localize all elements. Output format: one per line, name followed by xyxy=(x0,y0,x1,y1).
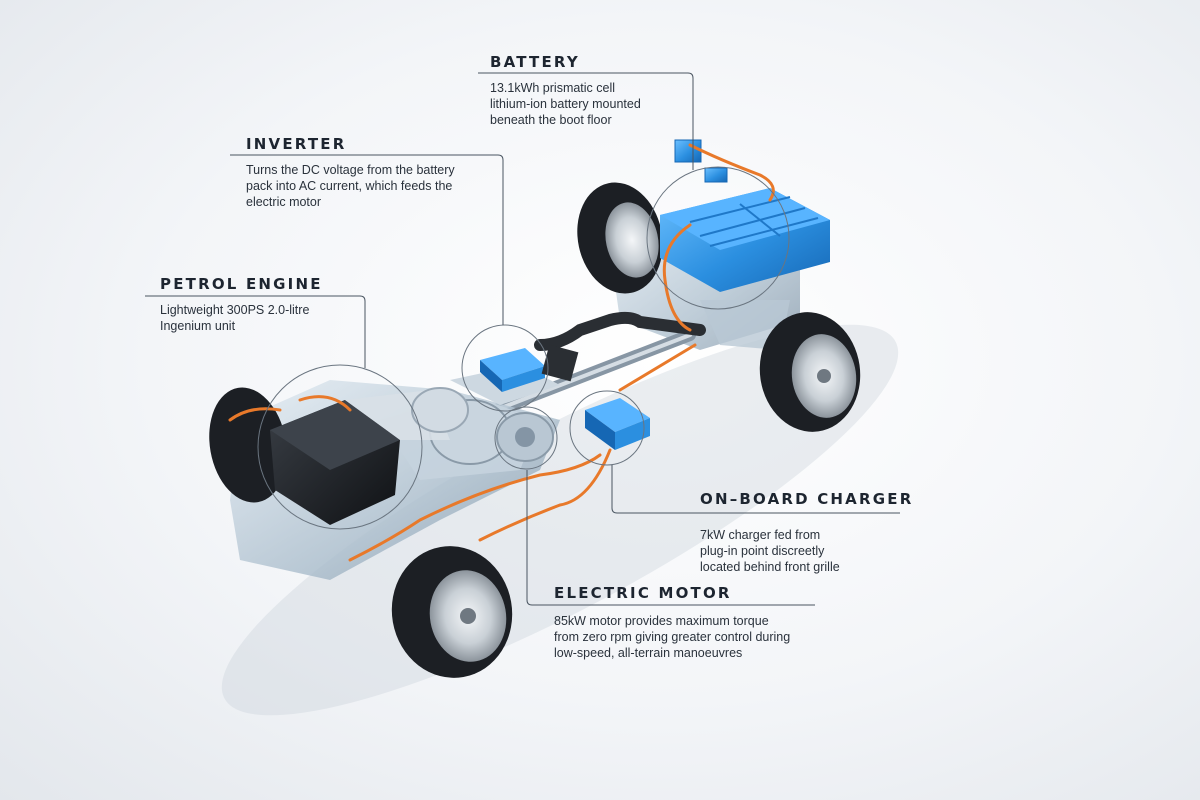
inverter-line-3: electric motor xyxy=(246,195,322,209)
on-board-charger-description: 7kW charger fed from plug-in point discr… xyxy=(700,527,913,575)
high-voltage-cables xyxy=(228,143,775,562)
leader-lines xyxy=(145,72,900,606)
electric-motor-line-1: 85kW motor provides maximum torque xyxy=(554,614,769,628)
battery-description: 13.1kWh prismatic cell lithium-ion batte… xyxy=(490,80,641,128)
battery-title: BATTERY xyxy=(490,53,580,71)
motor-callout-circle xyxy=(494,406,558,470)
engine-leader-line xyxy=(145,295,366,368)
rear-right-wheel xyxy=(759,312,861,432)
electric-motor-description: 85kW motor provides maximum torque from … xyxy=(554,613,790,661)
motor-leader-line xyxy=(526,470,815,606)
inverter-leader-line xyxy=(230,154,504,325)
exhaust-pipe xyxy=(534,311,706,351)
inverter-line-1: Turns the DC voltage from the battery xyxy=(246,163,455,177)
battery-label: BATTERY 13.1kWh prismatic cell lithium-i… xyxy=(490,53,641,128)
rear-left-wheel xyxy=(577,182,663,294)
on-board-charger-line-1: 7kW charger fed from xyxy=(700,528,821,542)
callout-circles xyxy=(257,166,790,530)
inverter-unit xyxy=(480,344,579,392)
inverter-description: Turns the DC voltage from the battery pa… xyxy=(246,162,455,210)
battery-line-1: 13.1kWh prismatic cell xyxy=(490,81,616,95)
electric-motor-label: ELECTRIC MOTOR 85kW motor provides maxim… xyxy=(554,584,790,661)
front-left-wheel xyxy=(209,387,287,503)
engine-callout-circle xyxy=(257,364,423,530)
inverter-label: INVERTER Turns the DC voltage from the b… xyxy=(246,135,455,210)
petrol-engine-label: PETROL ENGINE Lightweight 300PS 2.0-litr… xyxy=(160,275,323,334)
inverter-title: INVERTER xyxy=(246,135,347,153)
ground-shadow xyxy=(221,324,899,716)
inverter-line-2: pack into AC current, which feeds the xyxy=(246,179,453,193)
on-board-charger-line-2: plug-in point discreetly xyxy=(700,544,825,558)
battery-line-3: beneath the boot floor xyxy=(490,113,612,127)
on-board-charger-unit xyxy=(585,398,650,450)
petrol-engine-description: Lightweight 300PS 2.0-litre Ingenium uni… xyxy=(160,302,323,334)
battery-line-2: lithium-ion battery mounted xyxy=(490,97,641,111)
charger-leader-line xyxy=(611,465,900,514)
on-board-charger-label: ON–BOARD CHARGER 7kW charger fed from pl… xyxy=(700,490,913,575)
petrol-engine xyxy=(270,387,469,525)
battery-pack xyxy=(660,139,830,292)
electric-motor-line-2: from zero rpm giving greater control dur… xyxy=(554,630,791,644)
petrol-engine-line-1: Lightweight 300PS 2.0-litre xyxy=(160,303,310,317)
petrol-engine-title: PETROL ENGINE xyxy=(160,275,323,293)
inverter-callout-circle xyxy=(461,324,549,412)
battery-leader-line xyxy=(478,72,694,170)
electric-motor-title: ELECTRIC MOTOR xyxy=(554,584,732,602)
battery-callout-circle xyxy=(646,166,790,310)
charger-callout-circle xyxy=(569,390,645,466)
on-board-charger-line-3: located behind front grille xyxy=(700,560,840,574)
petrol-engine-line-2: Ingenium unit xyxy=(160,319,236,333)
on-board-charger-title: ON–BOARD CHARGER xyxy=(700,490,914,508)
front-right-wheel xyxy=(391,546,513,678)
electric-motor-line-3: low-speed, all-terrain manoeuvres xyxy=(554,646,743,660)
